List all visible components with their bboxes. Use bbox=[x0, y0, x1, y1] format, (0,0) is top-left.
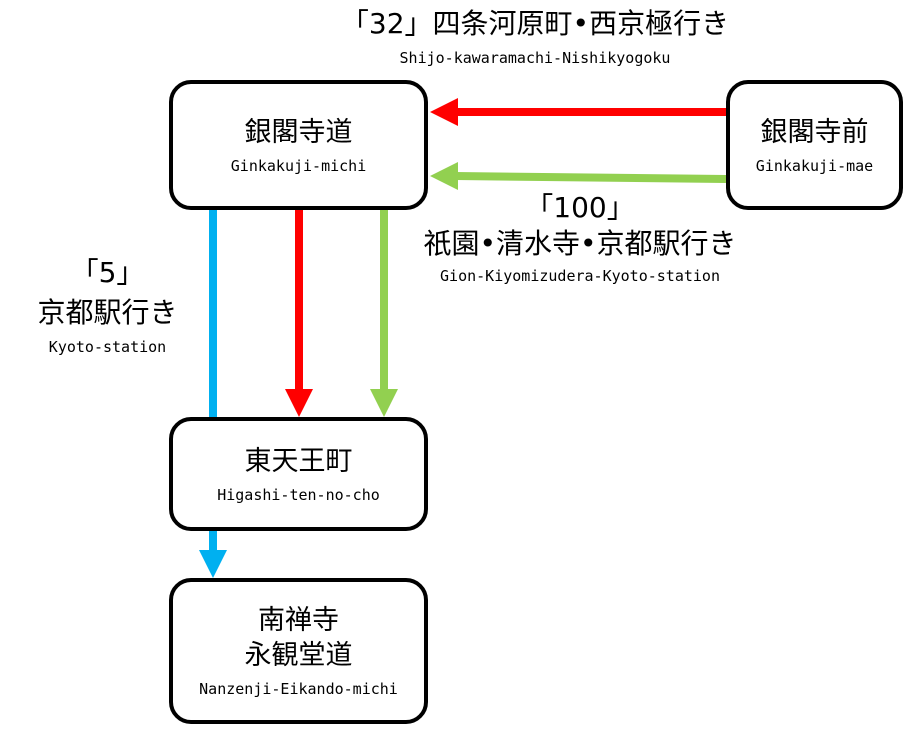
stop-ginkakuji-michi: 銀閣寺道 Ginkakuji-michi bbox=[169, 80, 428, 210]
stop-ginkakuji-michi-jp: 銀閣寺道 bbox=[244, 116, 353, 148]
route5-arrow-head bbox=[199, 550, 227, 578]
route100-arrow-head bbox=[430, 162, 458, 190]
stop-ginkakuji-mae-jp: 銀閣寺前 bbox=[760, 116, 869, 148]
route32-dest-jp: 四条河原町•西京極行き bbox=[432, 7, 730, 40]
route5-dest-jp: 京都駅行き bbox=[37, 296, 178, 329]
stop-higashi-ten-no-cho: 東天王町 Higashi-ten-no-cho bbox=[169, 417, 428, 531]
route100-arrow-head-down bbox=[370, 389, 398, 417]
route100-label: 「100」 祇園•清水寺•京都駅行き Gion-Kiyomizudera-Kyo… bbox=[390, 190, 770, 286]
stop-nanzenji: 南禅寺 永観堂道 Nanzenji-Eikando-michi bbox=[169, 578, 428, 724]
route100-number: 「100」 bbox=[525, 191, 635, 224]
stop-nanzenji-en: Nanzenji-Eikando-michi bbox=[199, 680, 398, 698]
stop-ginkakuji-michi-en: Ginkakuji-michi bbox=[230, 156, 367, 175]
route32-arrow-head bbox=[430, 98, 458, 126]
route5-dest-en: Kyoto-station bbox=[48, 338, 167, 356]
stop-higashi-ten-no-cho-en: Higashi-ten-no-cho bbox=[217, 485, 380, 504]
stop-ginkakuji-mae-en: Ginkakuji-mae bbox=[755, 156, 874, 175]
stop-nanzenji-jp-1: 南禅寺 bbox=[258, 605, 339, 636]
route5-label: 「5」 京都駅行き Kyoto-station bbox=[10, 255, 205, 357]
route100-dest-jp: 祇園•清水寺•京都駅行き bbox=[423, 227, 737, 260]
stop-higashi-ten-no-cho-jp: 東天王町 bbox=[244, 445, 353, 477]
route32-dest-en: Shijo-kawaramachi-Nishikyogoku bbox=[399, 49, 671, 67]
route32-arrow-head-down bbox=[285, 389, 313, 417]
stop-nanzenji-jp-2: 永観堂道 bbox=[244, 640, 353, 671]
route32-label: 「32」四条河原町•西京極行き Shijo-kawaramachi-Nishik… bbox=[300, 6, 770, 68]
stop-ginkakuji-mae: 銀閣寺前 Ginkakuji-mae bbox=[726, 80, 903, 210]
route100-dest-en: Gion-Kiyomizudera-Kyoto-station bbox=[440, 267, 720, 285]
route5-number: 「5」 bbox=[70, 256, 145, 289]
route32-number: 「32」 bbox=[340, 7, 433, 40]
route100-arrow-line bbox=[454, 172, 727, 183]
route32-title: 「32」四条河原町•西京極行き bbox=[300, 6, 770, 42]
